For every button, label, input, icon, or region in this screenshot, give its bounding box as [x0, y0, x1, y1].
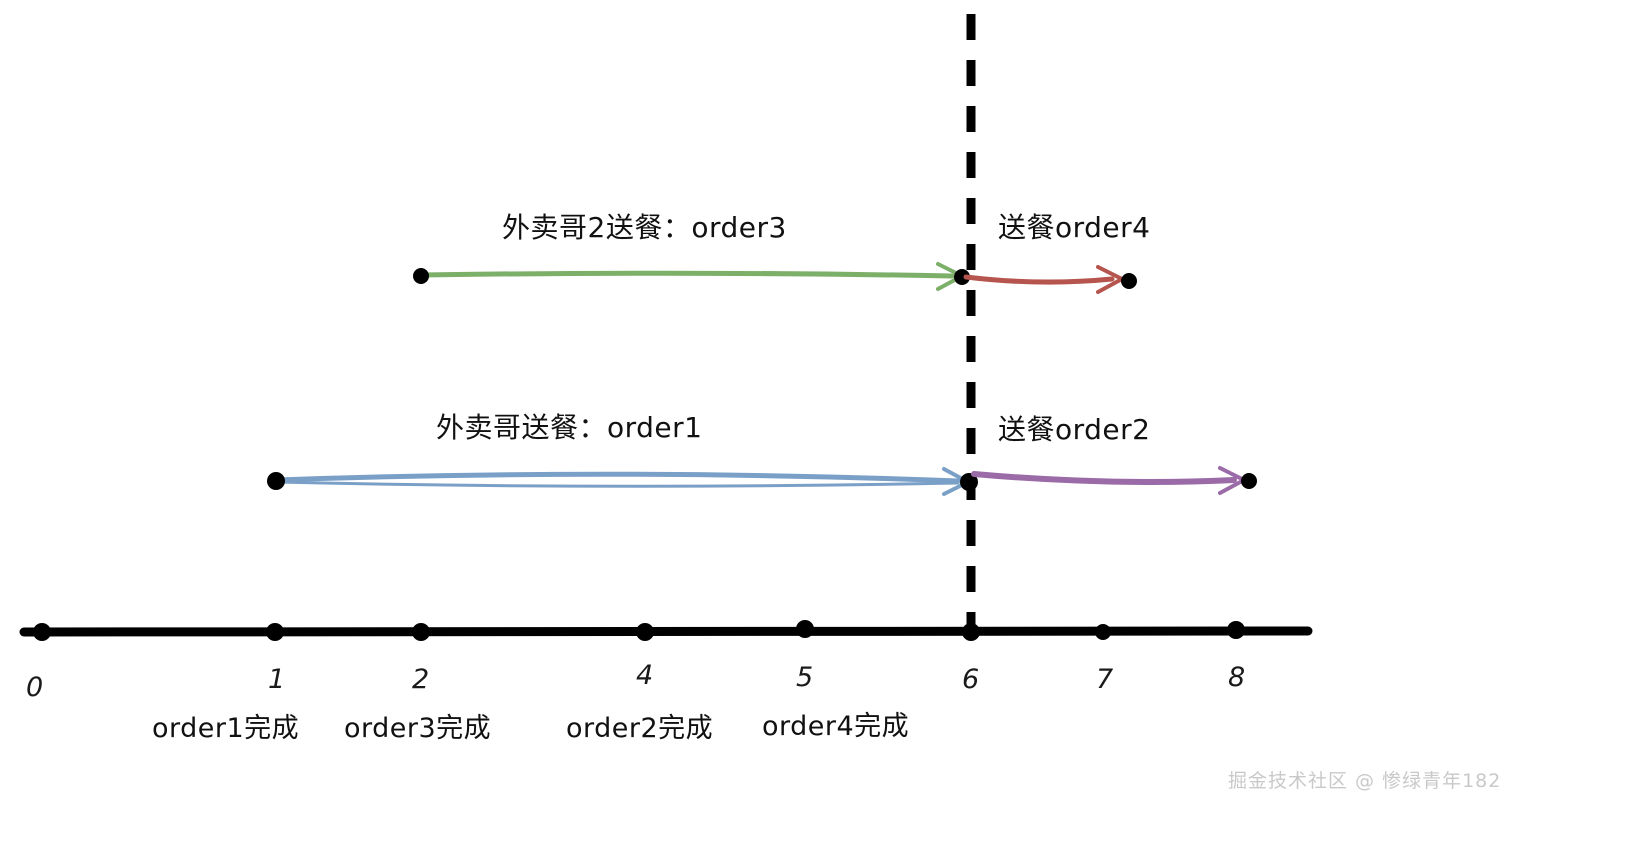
axis-tick-label-1: 1	[268, 664, 286, 695]
axis-tick-dot-8	[1227, 621, 1245, 639]
axis-tick-label-7: 7	[1096, 664, 1114, 695]
axis-tick-label-6: 6	[962, 664, 980, 695]
flow-label-order4: 送餐order4	[998, 211, 1151, 244]
axis-tick-dot-6	[962, 623, 980, 641]
watermark: 掘金技术社区 @ 惨绿青年182	[1228, 770, 1502, 792]
axis-tick-dot-7	[1095, 624, 1111, 640]
flow-label-order2: 送餐order2	[998, 413, 1151, 446]
flow-arrow-order1	[267, 467, 978, 496]
axis-tick-dot-4	[636, 623, 654, 641]
axis-note-order2-done: order2完成	[566, 713, 714, 744]
axis-tick-dot-5	[796, 620, 814, 638]
flow-arrow-order4	[963, 265, 1137, 294]
flow-label-order1: 外卖哥送餐：order1	[436, 411, 703, 444]
flow-arrow-order3	[413, 262, 970, 291]
flow-end-dot-order3	[954, 269, 970, 285]
axis-tick-label-2: 2	[412, 664, 430, 695]
axis-note-order1-done: order1完成	[152, 713, 300, 744]
axis-tick-label-8: 8	[1228, 662, 1246, 693]
axis-note-order4-done: order4完成	[762, 711, 910, 742]
axis-tick-dot-0	[33, 623, 51, 641]
axis-tick-label-4: 4	[636, 660, 654, 691]
axis-tick-dot-2	[412, 623, 430, 641]
timeline-axis	[19, 620, 1313, 641]
flow-end-dot-order2	[1241, 473, 1257, 489]
flow-label-order3: 外卖哥2送餐：order3	[502, 211, 787, 244]
flow-arrow-order2	[971, 466, 1257, 495]
axis-tick-label-0: 0	[26, 672, 44, 703]
axis-tick-dot-1	[266, 623, 284, 641]
flow-end-dot-order1	[960, 473, 978, 491]
flow-start-dot-order3	[413, 268, 429, 284]
flow-end-dot-order4	[1121, 273, 1137, 289]
axis-tick-label-5: 5	[796, 662, 814, 693]
flow-start-dot-order1	[267, 472, 285, 490]
axis-note-order3-done: order3完成	[344, 713, 492, 744]
